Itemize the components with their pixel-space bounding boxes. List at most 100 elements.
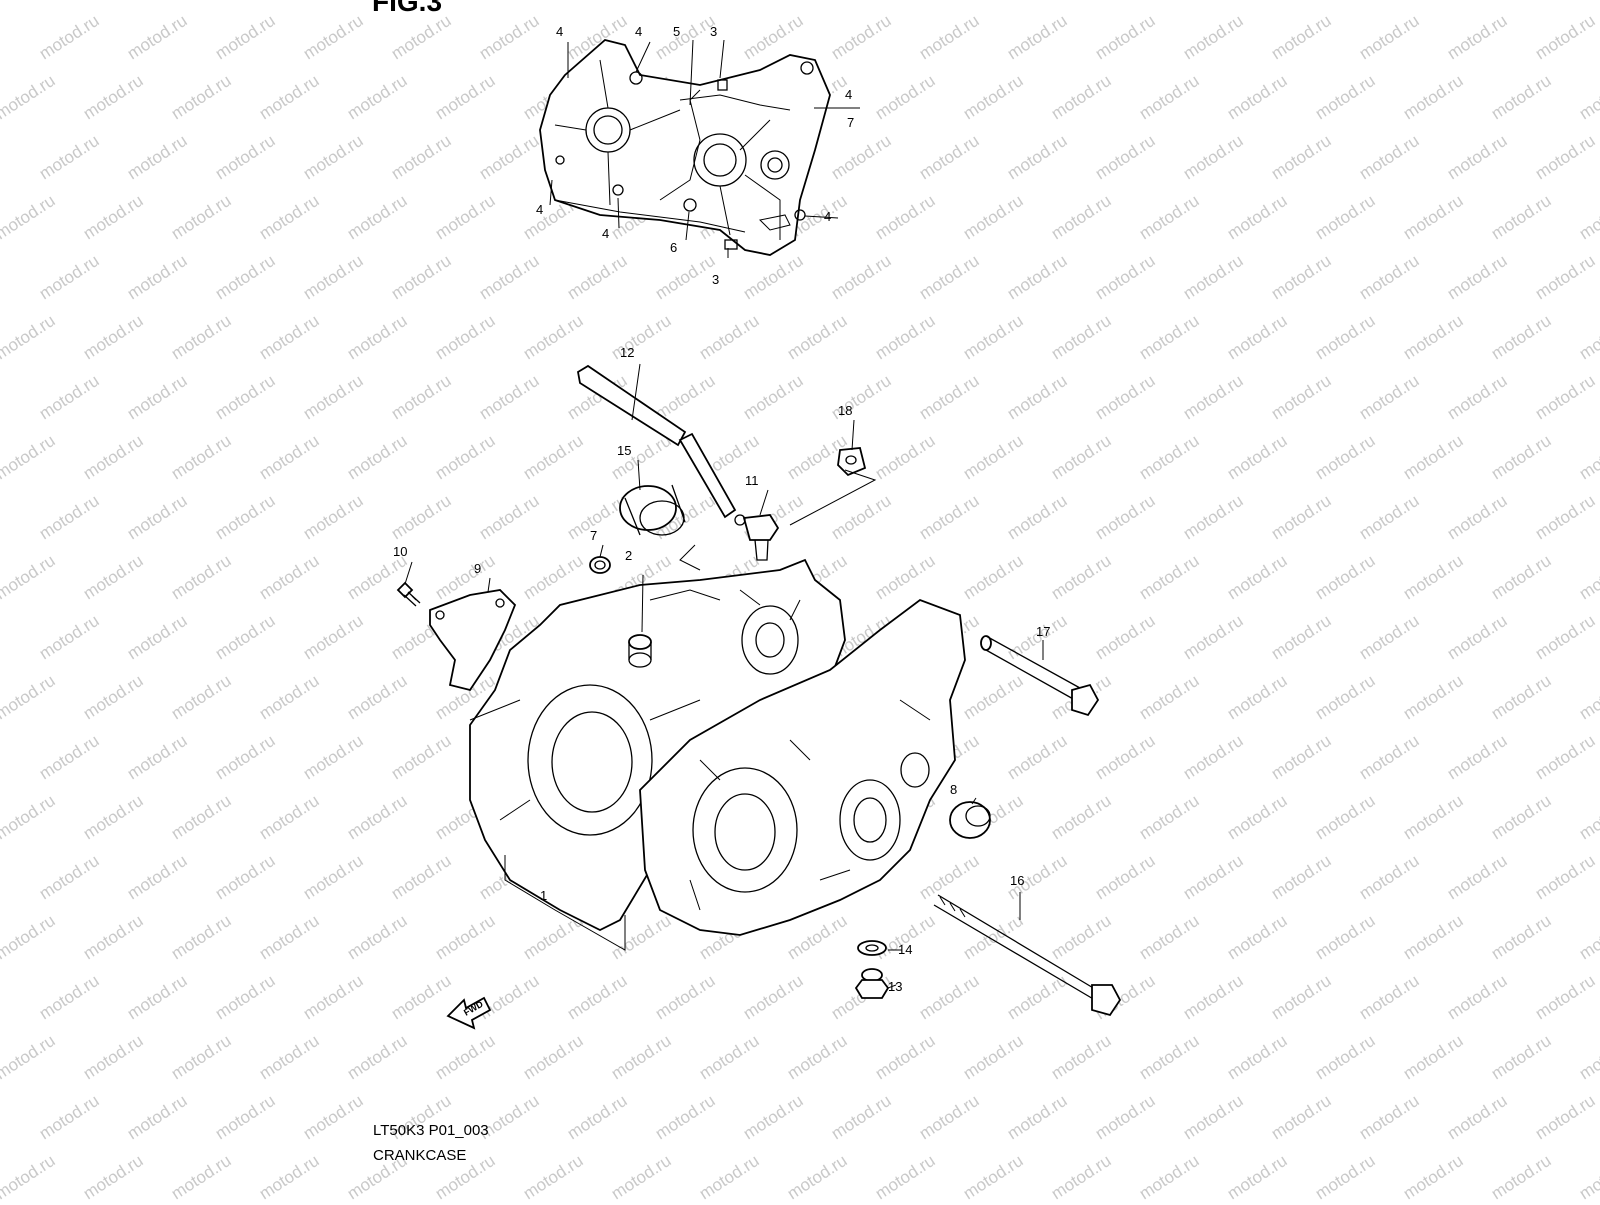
watermark-text: motod.ru <box>1356 611 1423 663</box>
watermark-text: motod.ru <box>1444 731 1511 783</box>
watermark-text: motod.ru <box>80 551 147 603</box>
watermark-text: motod.ru <box>1488 311 1555 363</box>
watermark-text: motod.ru <box>212 11 279 63</box>
watermark-text: motod.ru <box>1268 971 1335 1023</box>
watermark-text: motod.ru <box>696 1151 763 1200</box>
watermark-text: motod.ru <box>740 251 807 303</box>
watermark-text: motod.ru <box>1136 1031 1203 1083</box>
watermark-text: motod.ru <box>1400 911 1467 963</box>
main-leader-lines <box>404 363 1044 989</box>
watermark-text: motod.ru <box>1180 1091 1247 1143</box>
watermark-text: motod.ru <box>1444 11 1511 63</box>
watermark-text: motod.ru <box>1576 671 1600 723</box>
watermark-text: motod.ru <box>520 551 587 603</box>
watermark-text: motod.ru <box>168 1031 235 1083</box>
watermark-text: motod.ru <box>300 1091 367 1143</box>
watermark-text: motod.ru <box>1312 191 1379 243</box>
watermark-text: motod.ru <box>1488 671 1555 723</box>
watermark-text: motod.ru <box>36 731 103 783</box>
watermark-text: motod.ru <box>212 131 279 183</box>
watermark-text: motod.ru <box>608 1151 675 1200</box>
watermark-text: motod.ru <box>828 491 895 543</box>
watermark-text: motod.ru <box>124 731 191 783</box>
watermark-text: motod.ru <box>872 71 939 123</box>
watermark-text: motod.ru <box>1136 431 1203 483</box>
watermark-text: motod.ru <box>168 551 235 603</box>
callout-13: 13 <box>888 979 902 994</box>
watermark-text: motod.ru <box>1136 311 1203 363</box>
callout-14: 14 <box>898 942 912 957</box>
watermark-text: motod.ru <box>256 791 323 843</box>
watermark-text: motod.ru <box>212 851 279 903</box>
watermark-text: motod.ru <box>1224 311 1291 363</box>
watermark-text: motod.ru <box>608 0 675 3</box>
watermark-text: motod.ru <box>1400 1031 1467 1083</box>
watermark-text: motod.ru <box>1576 431 1600 483</box>
watermark-text: motod.ru <box>432 71 499 123</box>
watermark-text: motod.ru <box>1136 0 1203 3</box>
watermark-text: motod.ru <box>388 971 455 1023</box>
watermark-text: motod.ru <box>872 191 939 243</box>
watermark-text: motod.ru <box>300 971 367 1023</box>
watermark-text: motod.ru <box>1532 11 1599 63</box>
callout-7-main: 7 <box>590 528 597 543</box>
watermark-text: motod.ru <box>344 791 411 843</box>
callout-3-top: 3 <box>710 24 717 39</box>
watermark-text: motod.ru <box>388 251 455 303</box>
watermark-text: motod.ru <box>1488 71 1555 123</box>
watermark-text: motod.ru <box>1356 851 1423 903</box>
watermark-text: motod.ru <box>1180 11 1247 63</box>
watermark-text: motod.ru <box>432 431 499 483</box>
watermark-text: motod.ru <box>168 0 235 3</box>
watermark-text: motod.ru <box>1576 791 1600 843</box>
watermark-text: motod.ru <box>652 1091 719 1143</box>
watermark-text: motod.ru <box>916 851 983 903</box>
watermark-text: motod.ru <box>1312 671 1379 723</box>
watermark-text: motod.ru <box>80 431 147 483</box>
watermark-text: motod.ru <box>344 311 411 363</box>
watermark-text: motod.ru <box>1268 611 1335 663</box>
watermark-text: motod.ru <box>1356 371 1423 423</box>
watermark-text: motod.ru <box>168 911 235 963</box>
watermark-text: motod.ru <box>1444 131 1511 183</box>
watermark-text: motod.ru <box>1532 491 1599 543</box>
watermark-text: motod.ru <box>1488 431 1555 483</box>
watermark-text: motod.ru <box>1400 71 1467 123</box>
watermark-text: motod.ru <box>1180 731 1247 783</box>
watermark-text: motod.ru <box>520 431 587 483</box>
watermark-text: motod.ru <box>80 791 147 843</box>
watermark-text: motod.ru <box>1356 11 1423 63</box>
callout-4-bottom: 4 <box>602 226 609 241</box>
watermark-text: motod.ru <box>476 251 543 303</box>
watermark-text: motod.ru <box>916 1091 983 1143</box>
watermark-text: motod.ru <box>520 1031 587 1083</box>
watermark-text: motod.ru <box>740 971 807 1023</box>
watermark-text: motod.ru <box>1268 851 1335 903</box>
watermark-text: motod.ru <box>916 131 983 183</box>
watermark-text: motod.ru <box>1488 551 1555 603</box>
watermark-text: motod.ru <box>124 851 191 903</box>
watermark-text: motod.ru <box>1004 251 1071 303</box>
watermark-text: motod.ru <box>1224 911 1291 963</box>
watermark-text: motod.ru <box>36 131 103 183</box>
watermark-text: motod.ru <box>608 311 675 363</box>
figure-code: LT50K3 P01_003 <box>373 1122 489 1139</box>
watermark-text: motod.ru <box>1180 851 1247 903</box>
watermark-text: motod.ru <box>124 1091 191 1143</box>
watermark-text: motod.ru <box>696 0 763 3</box>
watermark-text: motod.ru <box>1576 0 1600 3</box>
watermark-text: motod.ru <box>1224 0 1291 3</box>
watermark-text: motod.ru <box>1004 1091 1071 1143</box>
watermark-text: motod.ru <box>652 11 719 63</box>
watermark-text: motod.ru <box>1180 971 1247 1023</box>
callout-4-topmid: 4 <box>635 24 642 39</box>
watermark-text: motod.ru <box>0 0 58 3</box>
watermark-text: motod.ru <box>1400 1151 1467 1200</box>
watermark-text: motod.ru <box>1400 191 1467 243</box>
watermark-text: motod.ru <box>1048 191 1115 243</box>
watermark-text: motod.ru <box>696 1031 763 1083</box>
watermark-text: motod.ru <box>0 791 58 843</box>
watermark-text: motod.ru <box>256 71 323 123</box>
crankcase-assembly: FWD <box>396 364 1122 1030</box>
watermark-text: motod.ru <box>872 311 939 363</box>
